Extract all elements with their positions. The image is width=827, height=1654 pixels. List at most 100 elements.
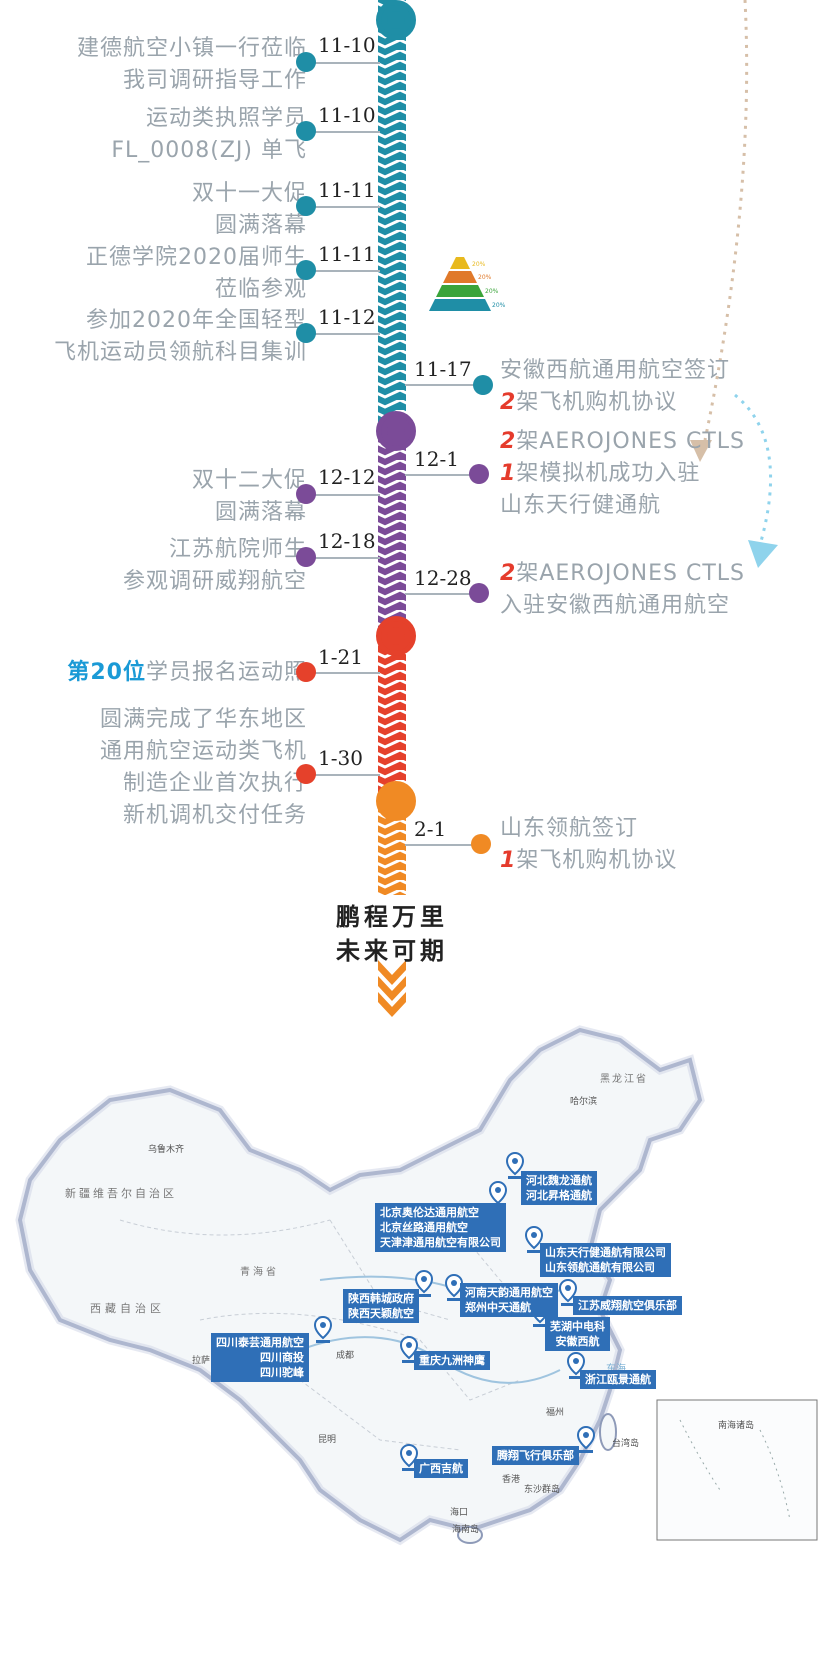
- event-6-text: 安徽西航通用航空签订 2架飞机购机协议: [500, 358, 731, 415]
- map-label-sichuan: 四川泰芸通用航空四川商投四川驼峰: [211, 1333, 309, 1382]
- map-label-hebei: 河北魏龙通航河北昇格通航: [521, 1171, 597, 1205]
- event-13-date: 2-1: [414, 817, 447, 841]
- event-5-connector: [305, 333, 380, 335]
- event-3-date: 11-11: [318, 178, 376, 202]
- hainan-shape: [457, 1526, 483, 1544]
- event-12-dot: [296, 764, 316, 784]
- map-label-jiangsu: 江苏威翔航空俱乐部: [573, 1296, 682, 1315]
- event-10-connector: [405, 593, 485, 595]
- event-12-date: 1-30: [318, 746, 363, 770]
- map-place-kunming: 昆明: [318, 1435, 337, 1445]
- event-12-connector: [305, 774, 380, 776]
- event-7-connector: [405, 474, 485, 476]
- map-place-nanhai-inset: 南海诸岛: [718, 1421, 755, 1431]
- event-4-date: 11-11: [318, 242, 376, 266]
- pyramid-graphic: 20% 20% 20% 20%: [429, 257, 506, 311]
- decor-dashed-curve: [690, 0, 778, 568]
- event-13-connector: [405, 844, 485, 846]
- taiwan-shape: [599, 1413, 617, 1451]
- map-label-guangxi: 广西吉航: [414, 1459, 468, 1478]
- map-place-lhasa: 拉萨: [192, 1356, 211, 1366]
- map-pin-icon: [505, 1152, 525, 1179]
- event-9-text: 江苏航院师生参观调研威翔航空: [122, 537, 307, 594]
- event-8-connector: [305, 494, 380, 496]
- event-4-dot: [296, 260, 316, 280]
- map-place-haikou: 海口: [450, 1508, 469, 1518]
- map-label-beijing: 北京奥伦达通用航空北京丝路通用航空天津津通用航空有限公司: [375, 1203, 506, 1252]
- map-place-xizang: 西藏自治区: [90, 1302, 165, 1315]
- map-pin-icon: [399, 1444, 419, 1471]
- pyramid-label-3: 20%: [485, 288, 499, 295]
- map-place-heilongjiang: 黑龙江省: [600, 1074, 648, 1085]
- event-2-dot: [296, 121, 316, 141]
- map-place-hongkong: 香港: [502, 1475, 521, 1485]
- south-sea-inset: [656, 1399, 818, 1541]
- timeline-node-november: [376, 0, 416, 40]
- map-label-anhui: 芜湖中电科安徽西航: [545, 1317, 610, 1351]
- pyramid-label-4: 20%: [492, 302, 506, 309]
- map-pin-icon: [414, 1270, 434, 1297]
- event-7-dot: [469, 464, 489, 484]
- map-place-donghai: 东海: [606, 1360, 626, 1375]
- timeline-node-december: [376, 411, 416, 451]
- event-11-date: 1-21: [318, 645, 363, 669]
- event-5-dot: [296, 323, 316, 343]
- map-label-shaanxi: 陕西韩城政府陕西天颖航空: [343, 1289, 419, 1323]
- timeline-bar: [378, 0, 406, 1017]
- map-pin-icon: [399, 1336, 419, 1363]
- event-11-connector: [305, 672, 380, 674]
- event-9-dot: [296, 547, 316, 567]
- event-1-dot: [296, 52, 316, 72]
- map-place-fuzhou: 福州: [546, 1408, 565, 1418]
- event-9-connector: [305, 557, 380, 559]
- event-2-connector: [305, 131, 380, 133]
- map-pin-icon: [566, 1352, 586, 1379]
- map-label-henan: 河南天韵通用航空郑州中天通航: [460, 1283, 558, 1317]
- map-place-harbin: 哈尔滨: [570, 1097, 598, 1107]
- event-7-text: 2架AEROJONES CTLS 1架模拟机成功入驻 山东天行健通航: [500, 429, 746, 518]
- event-5-text: 参加2020年全国轻型飞机运动员领航科目集训: [53, 308, 307, 365]
- map-pin-icon: [558, 1279, 578, 1306]
- event-6-dot: [473, 375, 493, 395]
- event-1-text: 建德航空小镇一行莅临我司调研指导工作: [76, 36, 307, 93]
- map-label-chongqing: 重庆九洲神鹰: [414, 1351, 490, 1370]
- event-10-text: 2架AEROJONES CTLS 入驻安徽西航通用航空: [500, 561, 746, 618]
- event-2-date: 11-10: [318, 103, 376, 127]
- event-10-dot: [469, 583, 489, 603]
- event-9-date: 12-18: [318, 529, 376, 553]
- map-place-xinjiang: 新疆维吾尔自治区: [65, 1187, 177, 1200]
- map-place-urumqi: 乌鲁木齐: [148, 1145, 185, 1155]
- event-4-text: 正德学院2020届师生莅临参观: [86, 245, 307, 302]
- event-11-dot: [296, 662, 316, 682]
- timeline-node-february: [376, 781, 416, 821]
- map-pin-icon: [313, 1316, 333, 1343]
- map-label-fujian: 腾翔飞行俱乐部: [492, 1446, 579, 1465]
- map-pin-icon: [576, 1426, 596, 1453]
- event-3-dot: [296, 196, 316, 216]
- map-pin-icon: [524, 1226, 544, 1253]
- event-10-date: 12-28: [414, 566, 472, 590]
- event-1-date: 11-10: [318, 33, 376, 57]
- pyramid-label-1: 20%: [472, 261, 486, 268]
- event-6-date: 11-17: [414, 357, 472, 381]
- event-11-text: 第20位学员报名运动照: [67, 660, 307, 685]
- event-7-date: 12-1: [414, 447, 459, 471]
- event-5-date: 11-12: [318, 305, 376, 329]
- map-place-qinghai: 青海省: [240, 1267, 279, 1278]
- map-pin-icon: [444, 1274, 464, 1301]
- event-3-text: 双十一大促圆满落幕: [191, 181, 307, 238]
- map-place-chengdu: 成都: [336, 1351, 355, 1361]
- slogan: 鹏程万里未来可期: [336, 903, 448, 965]
- event-1-connector: [305, 62, 380, 64]
- timeline-node-january: [376, 616, 416, 656]
- map-place-dongsha: 东沙群岛: [524, 1485, 561, 1495]
- event-4-connector: [305, 270, 380, 272]
- map-place-taiwan: 台湾岛: [612, 1439, 640, 1449]
- event-6-connector: [405, 384, 485, 386]
- pyramid-label-2: 20%: [478, 274, 492, 281]
- map-label-shandong: 山东天行健通航有限公司山东领航通航有限公司: [540, 1243, 671, 1277]
- map-place-hainan: 海南岛: [452, 1525, 480, 1535]
- event-8-text: 双十二大促圆满落幕: [191, 468, 307, 525]
